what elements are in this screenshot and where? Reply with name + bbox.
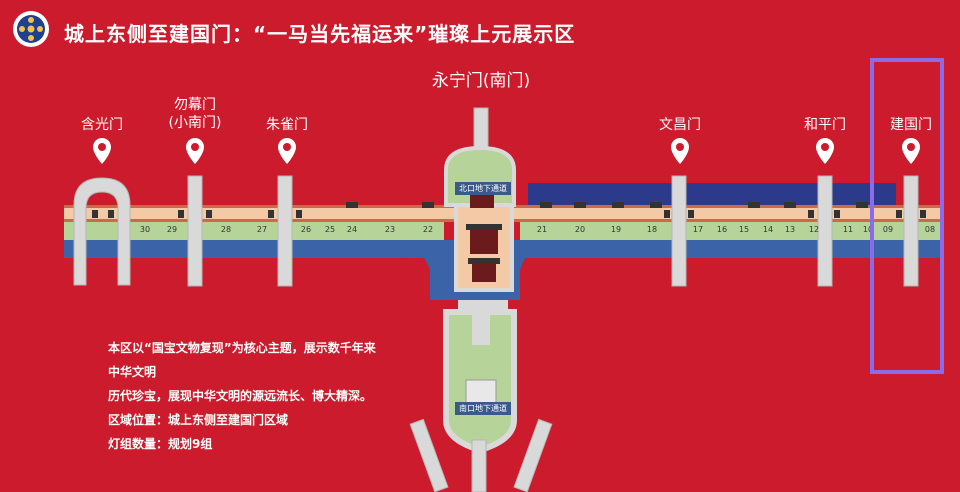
gate-label-jianguo: 建国门 — [890, 117, 932, 133]
wall-section-number: 28 — [220, 225, 232, 234]
wall-section-number: 16 — [716, 225, 728, 234]
highlighted-wall-section — [528, 183, 896, 205]
map-pin-icon[interactable] — [816, 138, 834, 164]
description-line: 历代珍宝，展现中华文明的源远流长、博大精深。 — [108, 389, 373, 403]
lantern-count: 灯组数量：规划9组 — [108, 437, 213, 451]
wall-section-number: 12 — [808, 225, 820, 234]
map-pin-icon[interactable] — [278, 138, 296, 164]
wall-section-number: 21 — [536, 225, 548, 234]
wall-section-number: 19 — [610, 225, 622, 234]
wall-section-number: 20 — [574, 225, 586, 234]
wall-section-number: 23 — [384, 225, 396, 234]
south-tunnel-label: 南口地下通道 — [455, 402, 511, 415]
wall-section-number: 11 — [842, 225, 854, 234]
gate-label-heping: 和平门 — [804, 117, 846, 133]
grass-band-right — [520, 222, 940, 240]
wall-section-number: 22 — [422, 225, 434, 234]
map-pin-icon[interactable] — [902, 138, 920, 164]
grass-band-left — [64, 222, 444, 240]
highlight-frame-jianguo — [870, 58, 944, 374]
wall-section-number: 13 — [784, 225, 796, 234]
wall-section-number: 09 — [882, 225, 894, 234]
wall-section-number: 15 — [738, 225, 750, 234]
zone-description: 本区以“国宝文物复现”为核心主题，展示数千年来 中华文明 历代珍宝，展现中华文明… — [108, 336, 376, 456]
gate-label-yongning: 永宁门(南门) — [431, 71, 531, 91]
map-pin-icon[interactable] — [93, 138, 111, 164]
gate-label-qinmu-1: 勿幕门 — [174, 97, 216, 113]
gate-label-zhuque: 朱雀门 — [266, 117, 308, 133]
north-tunnel-label: 北口地下通道 — [455, 182, 511, 195]
wall-section-number: 30 — [139, 225, 151, 234]
wall-section-number: 27 — [256, 225, 268, 234]
wall-section-number: 08 — [924, 225, 936, 234]
description-line: 中华文明 — [108, 365, 157, 379]
map-pin-icon[interactable] — [186, 138, 204, 164]
hanguang-arch-road — [73, 177, 131, 286]
map-pin-icon[interactable] — [671, 138, 689, 164]
yongning-gate-complex — [409, 107, 553, 492]
gate-label-wenchang: 文昌门 — [659, 117, 701, 133]
description-line: 本区以“国宝文物复现”为核心主题，展示数千年来 — [108, 341, 376, 355]
gate-label-qinmu-2: (小南门) — [168, 115, 222, 131]
wall-towers — [92, 202, 926, 218]
wall-section-number: 18 — [646, 225, 658, 234]
wall-section-number: 10 — [862, 225, 874, 234]
wall-section-number: 29 — [166, 225, 178, 234]
wall-section-number: 24 — [346, 225, 358, 234]
wall-section-number: 26 — [300, 225, 312, 234]
zone-location: 区域位置：城上东侧至建国门区域 — [108, 413, 289, 427]
wall-section-number: 17 — [692, 225, 704, 234]
page-title: 城上东侧至建国门：“一马当先福运来”璀璨上元展示区 — [64, 22, 576, 46]
wall-section-number: 25 — [324, 225, 336, 234]
lantern-logo-icon — [13, 11, 49, 47]
wall-section-number: 14 — [762, 225, 774, 234]
gate-label-hanguang: 含光门 — [81, 117, 123, 133]
